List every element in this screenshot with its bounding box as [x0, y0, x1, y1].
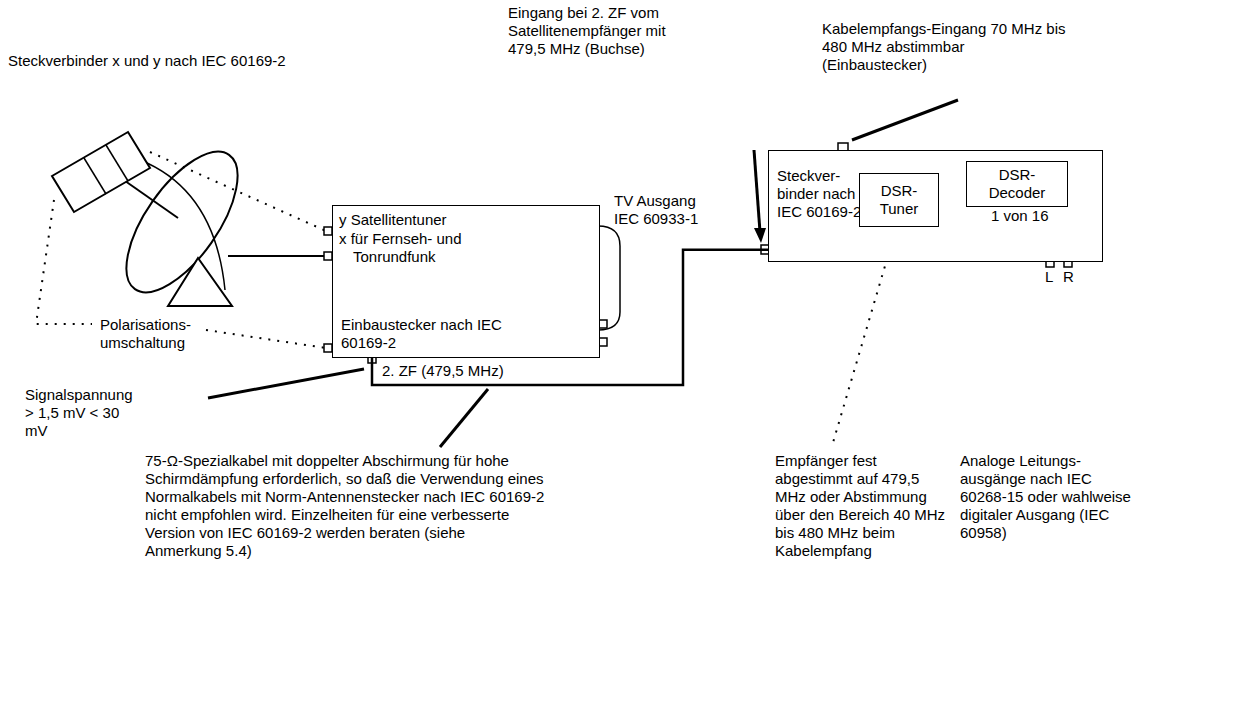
box-text: x für Fernseh- und Tonrundfunk: [339, 230, 489, 266]
channel-label: R: [1063, 268, 1074, 286]
pointer-line: [754, 150, 760, 232]
output-note: TV Ausgang IEC 60933-1: [614, 192, 724, 228]
dish-cable: [228, 255, 326, 257]
receiver-box: Steckver- binder nach IEC 60169-2 1 von 1…: [768, 150, 1103, 262]
polarisation-note: Polarisations- umschaltung: [100, 316, 204, 352]
lnb: [52, 132, 150, 212]
pointer-line: [852, 100, 958, 140]
box-text: DSR- Tuner: [868, 182, 930, 218]
output-note: Analoge Leitungs- ausgänge nach IEC 6026…: [960, 452, 1140, 542]
dish-stand: [168, 258, 232, 306]
signal-level-note: Signalspannung > 1,5 mV < 30 mV: [25, 386, 131, 440]
lnb-line: [106, 145, 128, 181]
connector: [324, 227, 332, 235]
if-label: 2. ZF (479,5 MHz): [382, 362, 504, 380]
cable-note: 75-Ω-Spezialkabel mit doppelter Abschirm…: [145, 452, 545, 560]
box-text: 1 von 16: [991, 207, 1081, 225]
dotted-leader: [832, 232, 895, 446]
connector: [599, 338, 607, 346]
box-text: Einbaustecker nach IEC 60169-2: [341, 316, 541, 352]
connector: [324, 252, 332, 260]
cable-input-note: Kabelempfangs-Eingang 70 MHz bis 480 MHz…: [822, 20, 1072, 74]
dsr-tuner-box: DSR- Tuner: [859, 173, 939, 227]
pointer-head: [754, 228, 766, 243]
dotted-wire: [206, 330, 326, 348]
connector: [324, 344, 332, 352]
dsr-decoder-box: DSR- Decoder: [966, 161, 1068, 207]
tuner-note: Empfänger fest abgestimmt auf 479,5 MHz …: [775, 452, 950, 560]
box-text: Steckver- binder nach IEC 60169-2: [777, 167, 865, 221]
dotted-wire: [36, 200, 92, 324]
dish-rim: [140, 160, 225, 290]
lnb-line: [84, 158, 106, 194]
box-text: DSR- Decoder: [985, 166, 1049, 202]
connector: [599, 320, 607, 328]
pointer-line: [208, 369, 364, 398]
box-text: y Satellitentuner: [339, 211, 589, 229]
dotted-wire: [150, 152, 326, 231]
channel-label: L: [1045, 268, 1053, 286]
input-note: Eingang bei 2. ZF vom Satellitenempfänge…: [508, 4, 666, 58]
pointer-line: [440, 389, 488, 447]
connector-note: Steckverbinder x und y nach IEC 60169-2: [8, 52, 286, 70]
housing-side: [598, 226, 620, 330]
tuner-box: y Satellitentunerx für Fernseh- und Tonr…: [332, 205, 600, 358]
